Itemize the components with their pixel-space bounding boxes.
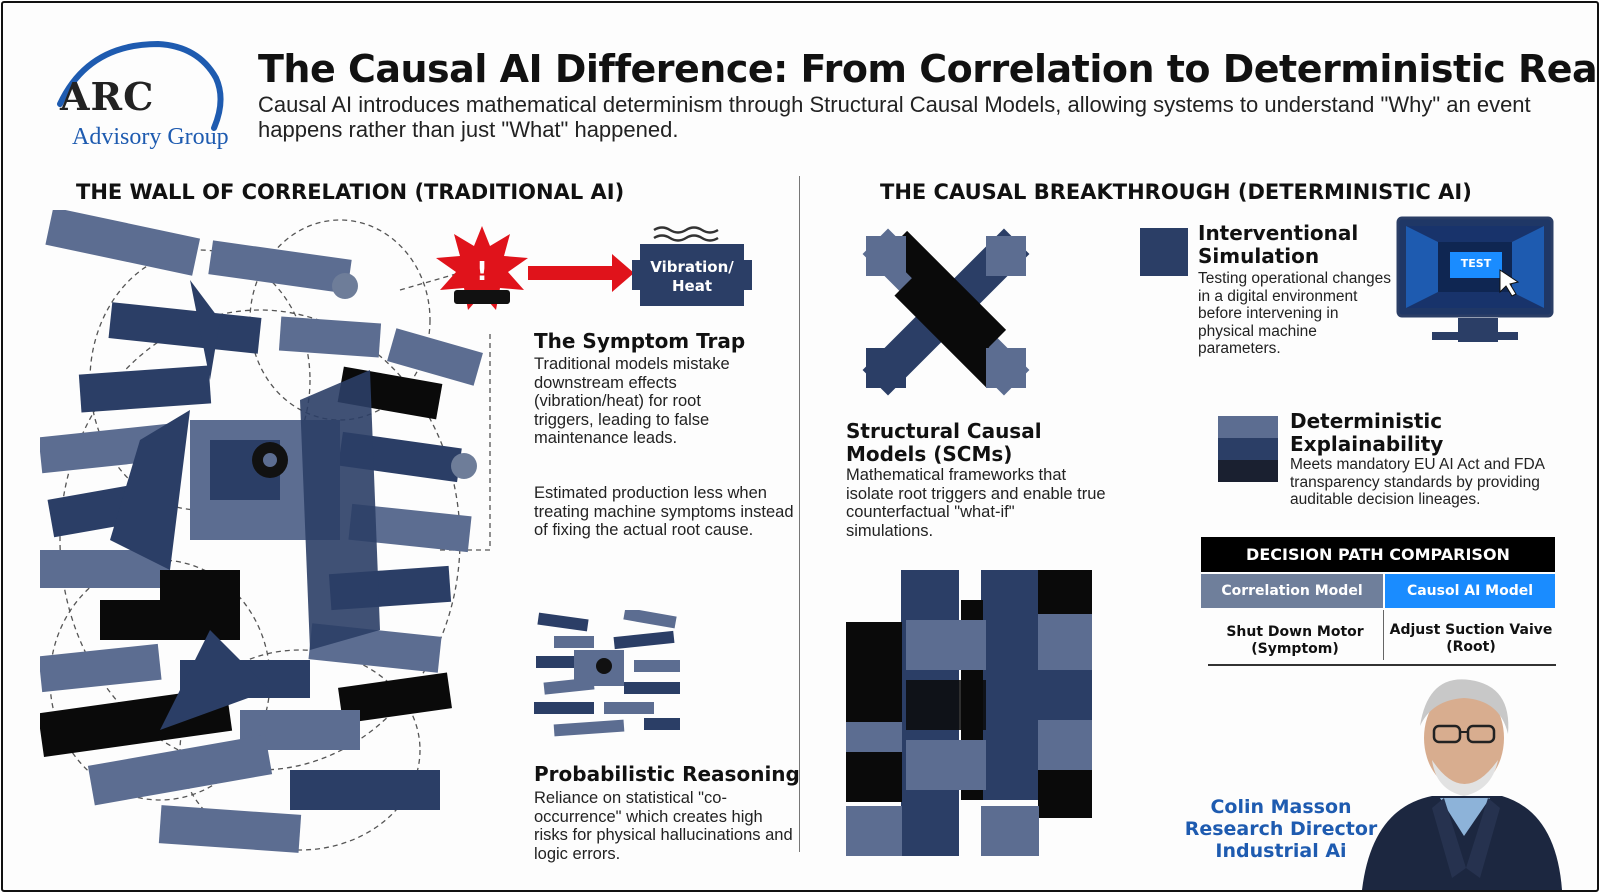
symptom-trap-title: The Symptom Trap — [534, 329, 746, 353]
interventional-body: Testing operational changes in a digital… — [1198, 270, 1392, 357]
svg-text:!: ! — [476, 257, 488, 287]
explainability-title: Deterministic Explainability — [1290, 409, 1444, 456]
correlation-decision: Shut Down Motor (Symptom) — [1226, 624, 1364, 657]
scm-title: Structural Causal Models (SCMs) — [846, 419, 1042, 466]
interventional-icon — [1140, 228, 1188, 276]
scm-body: Mathematical frameworks that isolate roo… — [846, 466, 1106, 540]
explainability-body: Meets mandatory EU AI Act and FDA transp… — [1290, 456, 1545, 508]
left-section-heading: THE WALL OF CORRELATION (TRADITIONAL AI) — [76, 180, 625, 204]
interventional-title: Interventional Simulation — [1198, 221, 1359, 268]
vibration-heat-label: Vibration/ Heat — [650, 258, 734, 295]
monitor-icon — [1396, 216, 1554, 342]
scm-lattice-graphic — [862, 228, 1030, 396]
table-column-divider — [1383, 610, 1384, 660]
scm-block-graphic — [846, 570, 1092, 856]
presenter-name: Colin Masson — [1210, 796, 1352, 818]
table-bottom-rule — [1208, 664, 1556, 666]
right-section-heading: THE CAUSAL BREAKTHROUGH (DETERMINISTIC A… — [880, 180, 1472, 204]
section-divider — [799, 176, 800, 852]
page-title: The Causal AI Difference: From Correlati… — [258, 47, 1600, 91]
symptom-trap-body: Traditional models mistake downstream ef… — [534, 355, 730, 447]
page-subtitle: Causal AI introduces mathematical determ… — [258, 92, 1531, 142]
presenter-portrait — [1362, 679, 1562, 890]
test-button: TEST — [1460, 257, 1492, 270]
causal-model-header: Causol AI Model — [1385, 574, 1555, 608]
arc-logo-swoosh — [57, 40, 224, 131]
correlation-model-header: Correlation Model — [1201, 574, 1383, 608]
probabilistic-title: Probabilistic Reasoning — [534, 762, 800, 786]
presenter-area: Industrial Ai — [1215, 840, 1347, 862]
probabilistic-body: Reliance on statistical "co-occurrence" … — [534, 789, 793, 863]
wall-of-correlation-illustration — [40, 210, 491, 853]
symptom-trap-note: Estimated production less when treating … — [534, 484, 794, 539]
explainability-icon — [1218, 416, 1278, 482]
comparison-table-title: DECISION PATH COMPARISON — [1201, 537, 1555, 572]
alert-to-symptom-graphic: ! — [436, 226, 752, 310]
logo-subtext: Advisory Group — [72, 124, 229, 150]
presenter-info: Colin Masson Research Director Industria… — [1176, 796, 1386, 862]
presenter-role: Research Director — [1184, 818, 1378, 840]
probabilistic-illustration — [534, 610, 680, 737]
logo-text: ARC — [60, 74, 155, 119]
causal-decision: Adjust Suction Vaive (Root) — [1389, 622, 1553, 655]
